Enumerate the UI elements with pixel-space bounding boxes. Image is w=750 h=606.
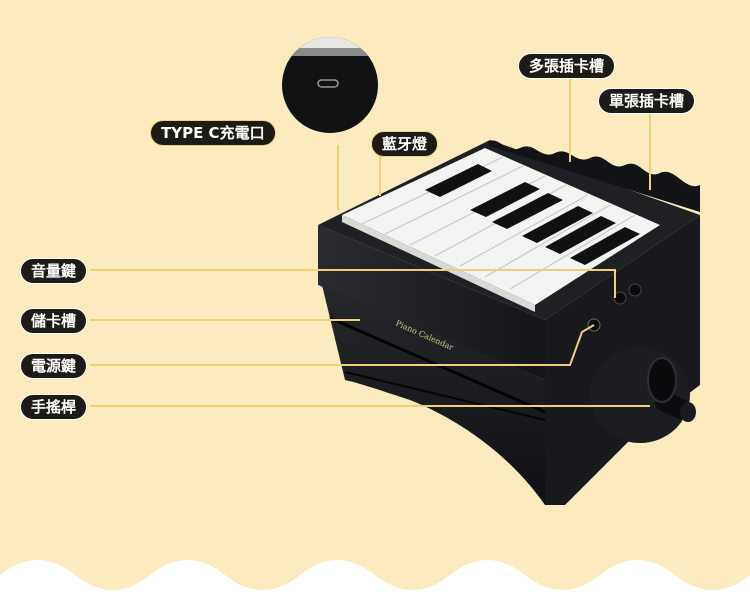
piano-keys: [342, 148, 660, 312]
usb-c-port-icon: [317, 79, 339, 88]
label-volume-key: 音量鍵: [20, 258, 88, 284]
label-single-card-slot: 單張插卡槽: [598, 88, 696, 114]
label-multi-card-slot: 多張插卡槽: [518, 53, 616, 79]
label-hand-crank: 手搖桿: [20, 394, 88, 420]
label-power-key: 電源鍵: [20, 353, 88, 379]
leader-lines: [90, 76, 651, 407]
typec-zoom-circle: [280, 35, 380, 135]
device-front-upper: [318, 225, 545, 380]
bottom-wave: [0, 560, 750, 606]
label-bluetooth-light: 藍牙燈: [371, 131, 439, 157]
label-type-c-port: TYPE C充電口: [150, 120, 276, 146]
volume-button-2: [628, 283, 642, 297]
label-card-storage: 儲卡槽: [20, 308, 88, 334]
hand-crank-knob: [647, 357, 696, 422]
card-slot-ridges: [488, 140, 700, 212]
